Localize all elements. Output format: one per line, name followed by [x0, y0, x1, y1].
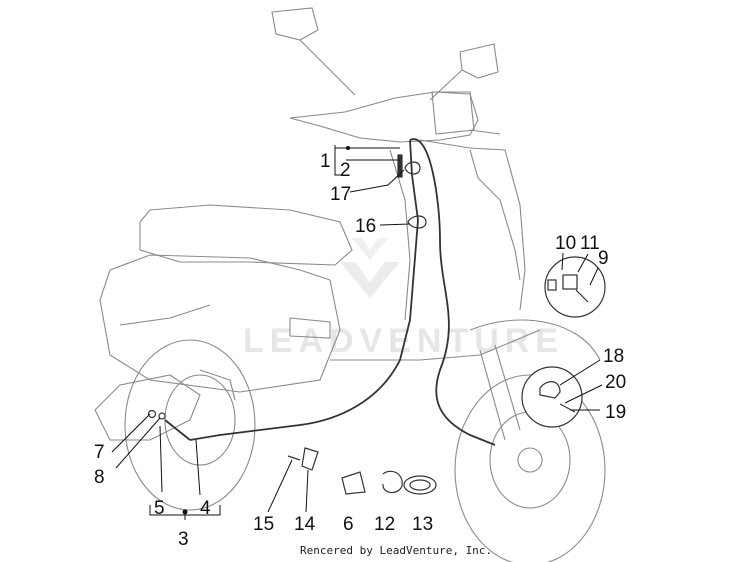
watermark-text: LEADVENTURE: [243, 322, 564, 360]
cable-run: [164, 138, 496, 446]
detail-circle-upper: [544, 256, 606, 318]
callout-labels: 1 2 17 16 10 11 9 18 20 19 7 8 5 4 3 15 …: [94, 151, 626, 550]
group-dot-3: [182, 509, 188, 515]
callout-11: 11: [580, 233, 600, 254]
callout-7: 7: [94, 442, 105, 463]
detail-circle-lower: [521, 366, 583, 428]
callout-10: 10: [555, 233, 576, 254]
callout-6: 6: [343, 514, 354, 535]
watermark: [340, 238, 400, 298]
callout-8: 8: [94, 467, 105, 488]
callout-1: 1: [320, 151, 331, 172]
callout-16: 16: [355, 216, 376, 237]
callout-19: 19: [605, 402, 626, 423]
render-credit: Rencered by LeadVenture, Inc.: [300, 544, 492, 557]
callout-15: 15: [253, 514, 274, 535]
callout-12: 12: [374, 514, 395, 535]
callout-17: 17: [330, 184, 351, 205]
callout-14: 14: [294, 514, 316, 535]
callout-2: 2: [340, 160, 351, 181]
callout-9: 9: [598, 248, 609, 269]
callout-13: 13: [412, 514, 433, 535]
leader-lines: [111, 145, 603, 520]
callout-3: 3: [178, 529, 189, 550]
hardware-parts: [147, 154, 437, 495]
callout-20: 20: [605, 372, 626, 393]
callout-18: 18: [603, 346, 624, 367]
group-dot-1: [346, 146, 350, 150]
callout-5: 5: [154, 498, 165, 519]
scooter-outline: [94, 7, 606, 562]
callout-4: 4: [200, 498, 211, 519]
